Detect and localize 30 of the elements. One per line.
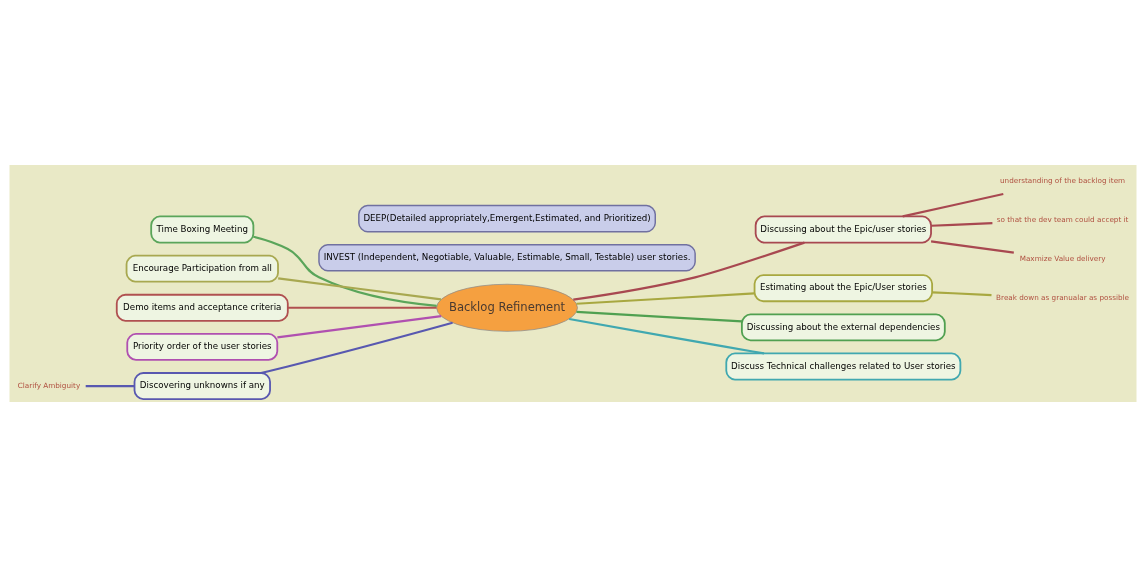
node-text: so that the dev team could accept it xyxy=(996,214,1129,224)
node-box: INVEST (Independent, Negotiable, Valuable, Estimable, Small, Testable) user stories. xyxy=(318,244,696,272)
connector xyxy=(85,384,135,388)
connector xyxy=(287,306,437,309)
node-box: Priority order of the user stories xyxy=(126,332,279,361)
node-text: Maxmize Value delivery xyxy=(1019,254,1106,264)
node-box: Discovering unknowns if any xyxy=(133,372,271,400)
connector xyxy=(576,310,742,323)
node-box: Estimating about the Epic/User stories xyxy=(753,274,934,303)
connector xyxy=(253,235,437,307)
connector xyxy=(931,222,993,227)
node-box: Discuss Technical challenges related to User stories xyxy=(725,352,962,381)
connector xyxy=(576,292,755,305)
node-box: Time Boxing Meeting xyxy=(150,215,255,244)
connector xyxy=(902,192,1004,218)
connector xyxy=(277,315,442,339)
node-ellipse: Backlog Refinement xyxy=(436,283,578,332)
node-box: Encourage Participation from all xyxy=(125,254,279,283)
connector xyxy=(932,291,992,297)
node-box: Demo items and acceptance criteria xyxy=(115,293,289,322)
connector xyxy=(930,240,1014,254)
node-box: DEEP(Detailed appropriately,Emergent,Estimated, and Prioritized) xyxy=(358,204,656,233)
node-text: understanding of the backlog item xyxy=(999,175,1126,185)
node-box: Discussing about the Epic/user stories xyxy=(754,215,932,244)
connector xyxy=(278,277,442,301)
node-text: Break down as granualar as possible xyxy=(996,293,1130,303)
connector xyxy=(260,321,453,374)
node-box: Discussing about the external dependencies xyxy=(740,313,946,342)
connector xyxy=(573,241,805,301)
node-text: Clarify Ambiguity xyxy=(17,380,81,390)
